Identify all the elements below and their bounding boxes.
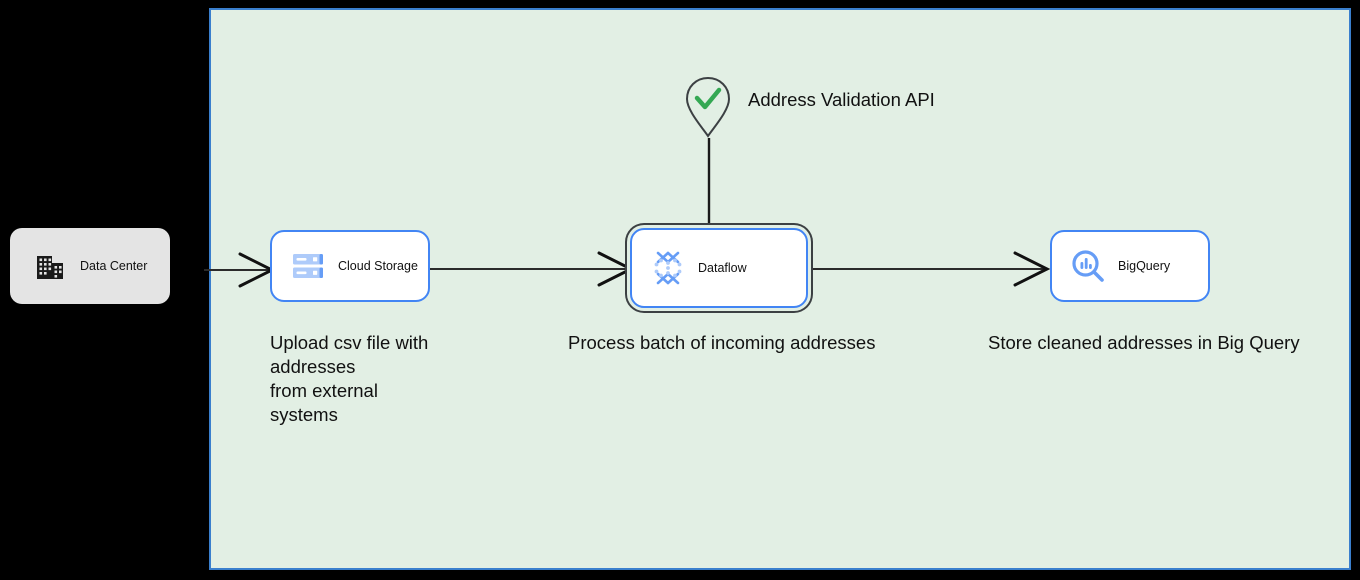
node-bigquery-label: BigQuery [1118, 259, 1171, 273]
caption-bigquery: Store cleaned addresses in Big Query [988, 332, 1300, 353]
connector-api-to-dataflow[interactable] [702, 138, 718, 233]
cloud-storage-icon [293, 254, 323, 278]
data-center-node[interactable]: Data Center [10, 228, 170, 304]
node-bigquery[interactable]: BigQuery [1050, 230, 1210, 302]
connector-storage-to-dataflow[interactable] [425, 246, 640, 292]
data-center-label: Data Center [80, 259, 148, 273]
dataflow-icon [654, 251, 682, 285]
address-validation-api-label: Address Validation API [748, 89, 935, 110]
node-dataflow-label: Dataflow [698, 261, 747, 275]
map-pin-check-icon[interactable] [684, 76, 732, 138]
caption-dataflow: Process batch of incoming addresses [568, 332, 876, 353]
node-cloud-storage[interactable]: Cloud Storage [270, 230, 430, 302]
building-icon [37, 256, 63, 279]
connector-dataflow-to-bigquery[interactable] [805, 246, 1055, 292]
caption-cloud-storage: Upload csv file with addresses from exte… [270, 332, 429, 425]
node-cloud-storage-label: Cloud Storage [338, 259, 418, 273]
connector-datacenter-to-storage[interactable] [200, 248, 280, 292]
bigquery-icon [1072, 250, 1104, 282]
node-dataflow[interactable]: Dataflow [630, 228, 808, 308]
